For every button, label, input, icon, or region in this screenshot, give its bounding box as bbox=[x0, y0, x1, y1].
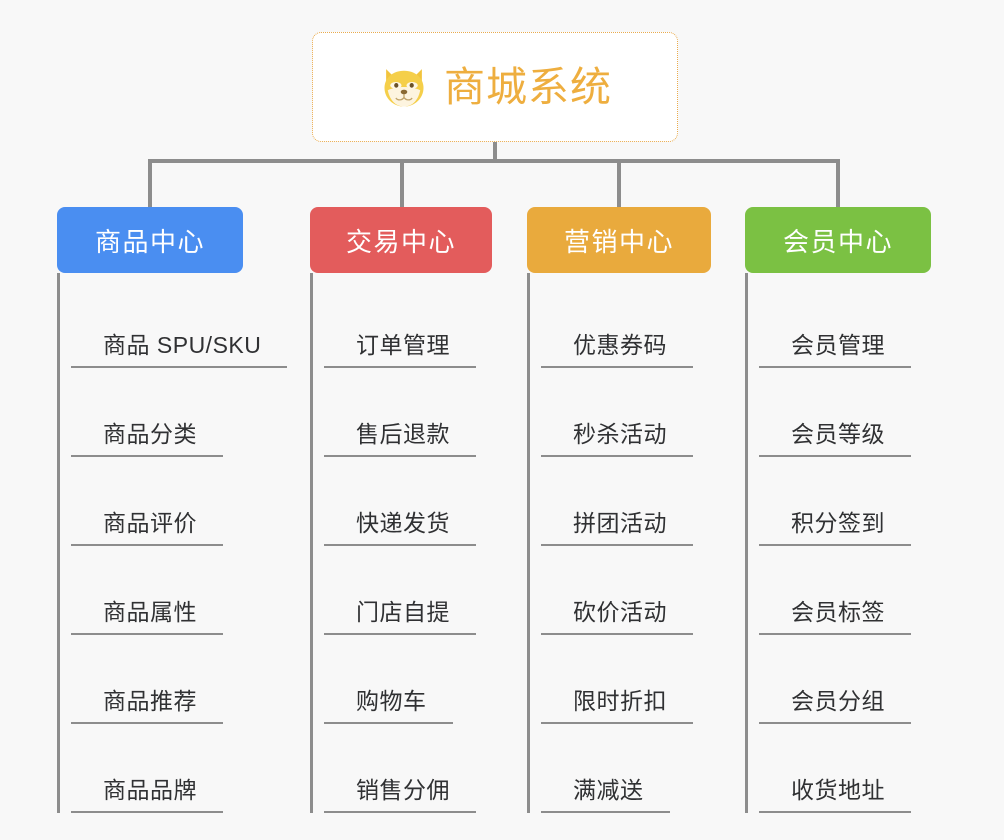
connector-drop-member bbox=[836, 159, 840, 207]
leaf-label: 门店自提 bbox=[324, 599, 476, 635]
leaf-list-trade: 订单管理 售后退款 快递发货 门店自提 购物车 销售分佣 bbox=[310, 273, 540, 813]
shiba-dog-face-icon bbox=[384, 69, 424, 107]
leaf-label: 商品品牌 bbox=[71, 777, 223, 813]
category-header-member[interactable]: 会员中心 bbox=[745, 207, 931, 273]
root-node-shop-system[interactable]: 商城系统 bbox=[312, 32, 678, 142]
leaf-label: 销售分佣 bbox=[324, 777, 476, 813]
column-product-center: 商品中心 商品 SPU/SKU 商品分类 商品评价 商品属性 商品推荐 商品品牌 bbox=[57, 207, 317, 813]
leaf-label: 砍价活动 bbox=[541, 599, 693, 635]
leaf-label: 限时折扣 bbox=[541, 688, 693, 724]
category-header-trade[interactable]: 交易中心 bbox=[310, 207, 492, 273]
leaf-label: 商品分类 bbox=[71, 421, 223, 457]
leaf-label: 会员标签 bbox=[759, 599, 911, 635]
category-header-label: 会员中心 bbox=[782, 226, 893, 257]
connector-drop-marketing bbox=[617, 159, 621, 207]
list-item[interactable]: 拼团活动 bbox=[541, 457, 757, 546]
category-header-label: 营销中心 bbox=[563, 226, 674, 257]
connector-horizontal-bus bbox=[148, 159, 840, 163]
leaf-label: 订单管理 bbox=[324, 332, 476, 368]
list-item[interactable]: 门店自提 bbox=[324, 546, 540, 635]
column-trade-center: 交易中心 订单管理 售后退款 快递发货 门店自提 购物车 销售分佣 bbox=[310, 207, 540, 813]
leaf-label: 积分签到 bbox=[759, 510, 911, 546]
leaf-label: 收货地址 bbox=[759, 777, 911, 813]
leaf-label: 优惠券码 bbox=[541, 332, 693, 368]
leaf-label: 会员等级 bbox=[759, 421, 911, 457]
leaf-label: 拼团活动 bbox=[541, 510, 693, 546]
list-item[interactable]: 售后退款 bbox=[324, 368, 540, 457]
leaf-label: 快递发货 bbox=[324, 510, 476, 546]
connector-drop-product bbox=[148, 159, 152, 207]
leaf-label: 商品评价 bbox=[71, 510, 223, 546]
leaf-label: 会员分组 bbox=[759, 688, 911, 724]
list-item[interactable]: 商品推荐 bbox=[71, 635, 317, 724]
list-item[interactable]: 积分签到 bbox=[759, 457, 985, 546]
leaf-list-marketing: 优惠券码 秒杀活动 拼团活动 砍价活动 限时折扣 满减送 bbox=[527, 273, 757, 813]
list-item[interactable]: 商品分类 bbox=[71, 368, 317, 457]
category-header-label: 交易中心 bbox=[345, 226, 456, 257]
list-item[interactable]: 会员分组 bbox=[759, 635, 985, 724]
list-item[interactable]: 商品 SPU/SKU bbox=[71, 279, 317, 368]
list-item[interactable]: 订单管理 bbox=[324, 279, 540, 368]
leaf-list-product: 商品 SPU/SKU 商品分类 商品评价 商品属性 商品推荐 商品品牌 bbox=[57, 273, 317, 813]
leaf-label: 商品 SPU/SKU bbox=[71, 332, 288, 368]
list-item[interactable]: 优惠券码 bbox=[541, 279, 757, 368]
list-item[interactable]: 快递发货 bbox=[324, 457, 540, 546]
column-marketing-center: 营销中心 优惠券码 秒杀活动 拼团活动 砍价活动 限时折扣 满减送 bbox=[527, 207, 757, 813]
leaf-label: 售后退款 bbox=[324, 421, 476, 457]
list-item[interactable]: 会员管理 bbox=[759, 279, 985, 368]
list-item[interactable]: 秒杀活动 bbox=[541, 368, 757, 457]
list-item[interactable]: 收货地址 bbox=[759, 724, 985, 813]
category-header-marketing[interactable]: 营销中心 bbox=[527, 207, 711, 273]
leaf-list-member: 会员管理 会员等级 积分签到 会员标签 会员分组 收货地址 bbox=[745, 273, 985, 813]
list-item[interactable]: 满减送 bbox=[541, 724, 757, 813]
leaf-label: 商品属性 bbox=[71, 599, 223, 635]
category-header-product[interactable]: 商品中心 bbox=[57, 207, 243, 273]
connector-drop-trade bbox=[400, 159, 404, 207]
list-item[interactable]: 会员等级 bbox=[759, 368, 985, 457]
list-item[interactable]: 商品评价 bbox=[71, 457, 317, 546]
leaf-label: 购物车 bbox=[324, 688, 453, 724]
list-item[interactable]: 商品品牌 bbox=[71, 724, 317, 813]
list-item[interactable]: 砍价活动 bbox=[541, 546, 757, 635]
leaf-label: 秒杀活动 bbox=[541, 421, 693, 457]
list-item[interactable]: 限时折扣 bbox=[541, 635, 757, 724]
list-item[interactable]: 会员标签 bbox=[759, 546, 985, 635]
list-item[interactable]: 销售分佣 bbox=[324, 724, 540, 813]
column-member-center: 会员中心 会员管理 会员等级 积分签到 会员标签 会员分组 收货地址 bbox=[745, 207, 985, 813]
leaf-label: 满减送 bbox=[541, 777, 670, 813]
connector-root-stem bbox=[493, 142, 497, 161]
leaf-label: 会员管理 bbox=[759, 332, 911, 368]
list-item[interactable]: 购物车 bbox=[324, 635, 540, 724]
leaf-label: 商品推荐 bbox=[71, 688, 223, 724]
list-item[interactable]: 商品属性 bbox=[71, 546, 317, 635]
root-title: 商城系统 bbox=[444, 63, 612, 110]
category-header-label: 商品中心 bbox=[94, 226, 205, 257]
